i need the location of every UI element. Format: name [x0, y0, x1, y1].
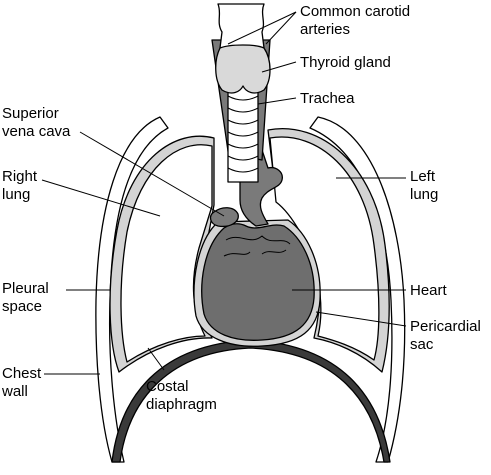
- label-heart: Heart: [410, 282, 448, 299]
- label-common-carotid-arteries-line2: arteries: [300, 21, 350, 38]
- label-trachea: Trachea: [300, 90, 355, 107]
- label-costal-diaphragm-line2: diaphragm: [146, 396, 217, 413]
- label-pleural-space-line1: Pleural: [2, 280, 49, 297]
- label-left-lung-line1: Left: [410, 168, 436, 185]
- label-left-lung-line2: lung: [410, 186, 438, 203]
- heart: [201, 223, 315, 341]
- label-pleural-space-line2: space: [2, 298, 42, 315]
- label-costal-diaphragm-line1: Costal: [146, 378, 189, 395]
- label-thyroid-gland: Thyroid gland: [300, 54, 391, 71]
- thyroid-gland: [215, 44, 271, 94]
- label-right-lung-line2: lung: [2, 186, 30, 203]
- larynx: [217, 3, 265, 49]
- label-common-carotid-arteries-line1: Common carotid: [300, 3, 410, 20]
- label-pericardial-sac-line2: sac: [410, 336, 434, 353]
- label-pericardial-sac-line1: Pericardial: [410, 318, 481, 335]
- label-superior-vena-cava-line2: vena cava: [2, 123, 71, 140]
- label-chest-wall-line2: wall: [1, 383, 28, 400]
- label-chest-wall-line1: Chest: [2, 365, 42, 382]
- costal-diaphragm: [111, 339, 391, 463]
- label-right-lung-line1: Right: [2, 168, 38, 185]
- label-superior-vena-cava-line1: Superior: [2, 105, 59, 122]
- labels: Common carotid arteries Thyroid gland Tr…: [1, 3, 481, 413]
- leader-lines: [41, 11, 407, 375]
